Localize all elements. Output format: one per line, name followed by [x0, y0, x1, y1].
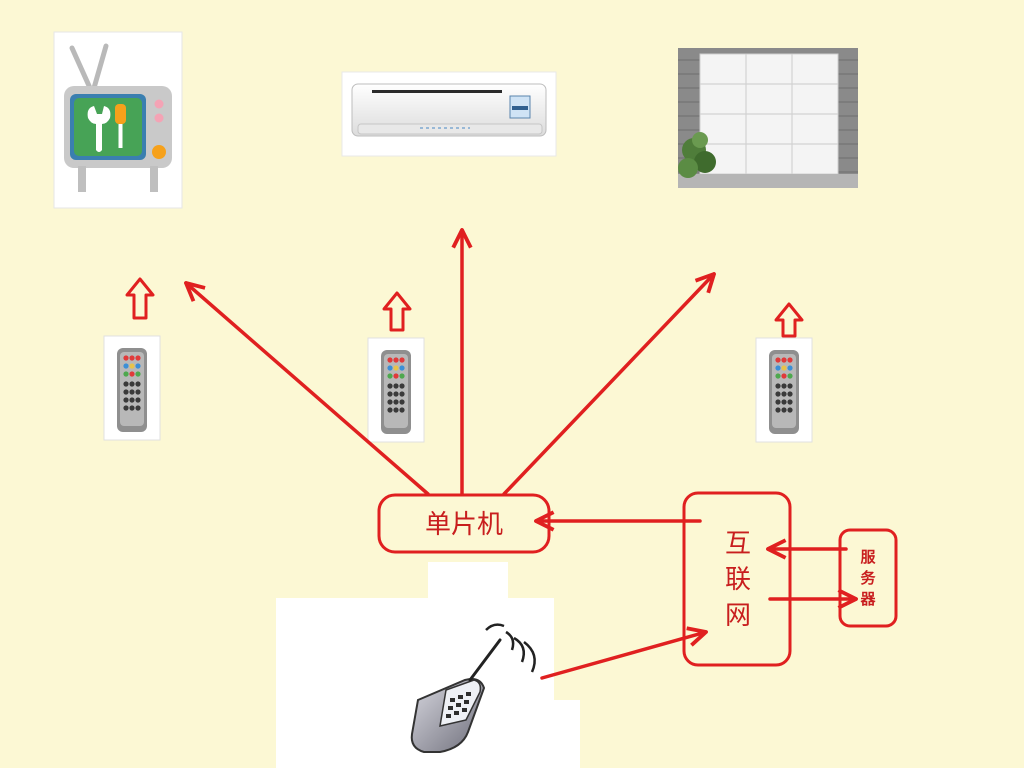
internet-node: 互 联 网 — [682, 491, 792, 667]
server-label-line-1: 服 — [860, 548, 876, 566]
up-arrow-icon — [125, 277, 155, 320]
arrow-mcu-to-tv — [184, 281, 430, 496]
up-arrow-icon — [774, 302, 804, 338]
internet-label-line-2: 联 — [725, 565, 751, 595]
internet-label-line-3: 网 — [725, 601, 751, 631]
internet-label-line-1: 互 — [725, 529, 751, 559]
up-arrow-icon — [382, 291, 412, 332]
mcu-label: 单片机 — [425, 510, 503, 540]
mcu-node: 单片机 — [377, 493, 551, 554]
arrow-mcu-to-garage — [502, 272, 716, 496]
arrow-phone-to-internet — [540, 626, 708, 680]
garage-door-icon — [678, 48, 858, 188]
tv-icon — [53, 31, 183, 209]
phone-backdrop-top — [428, 562, 508, 598]
remote-control-icon — [367, 337, 425, 443]
server-node: 服 务 器 — [838, 528, 898, 628]
remote-control-icon — [755, 337, 813, 443]
mobile-phone-icon — [404, 612, 548, 766]
air-conditioner-icon — [341, 71, 557, 157]
server-label-line-3: 器 — [859, 590, 876, 608]
remote-control-icon — [103, 335, 161, 441]
server-label-line-2: 务 — [860, 569, 876, 587]
phone-backdrop-right — [548, 700, 580, 768]
